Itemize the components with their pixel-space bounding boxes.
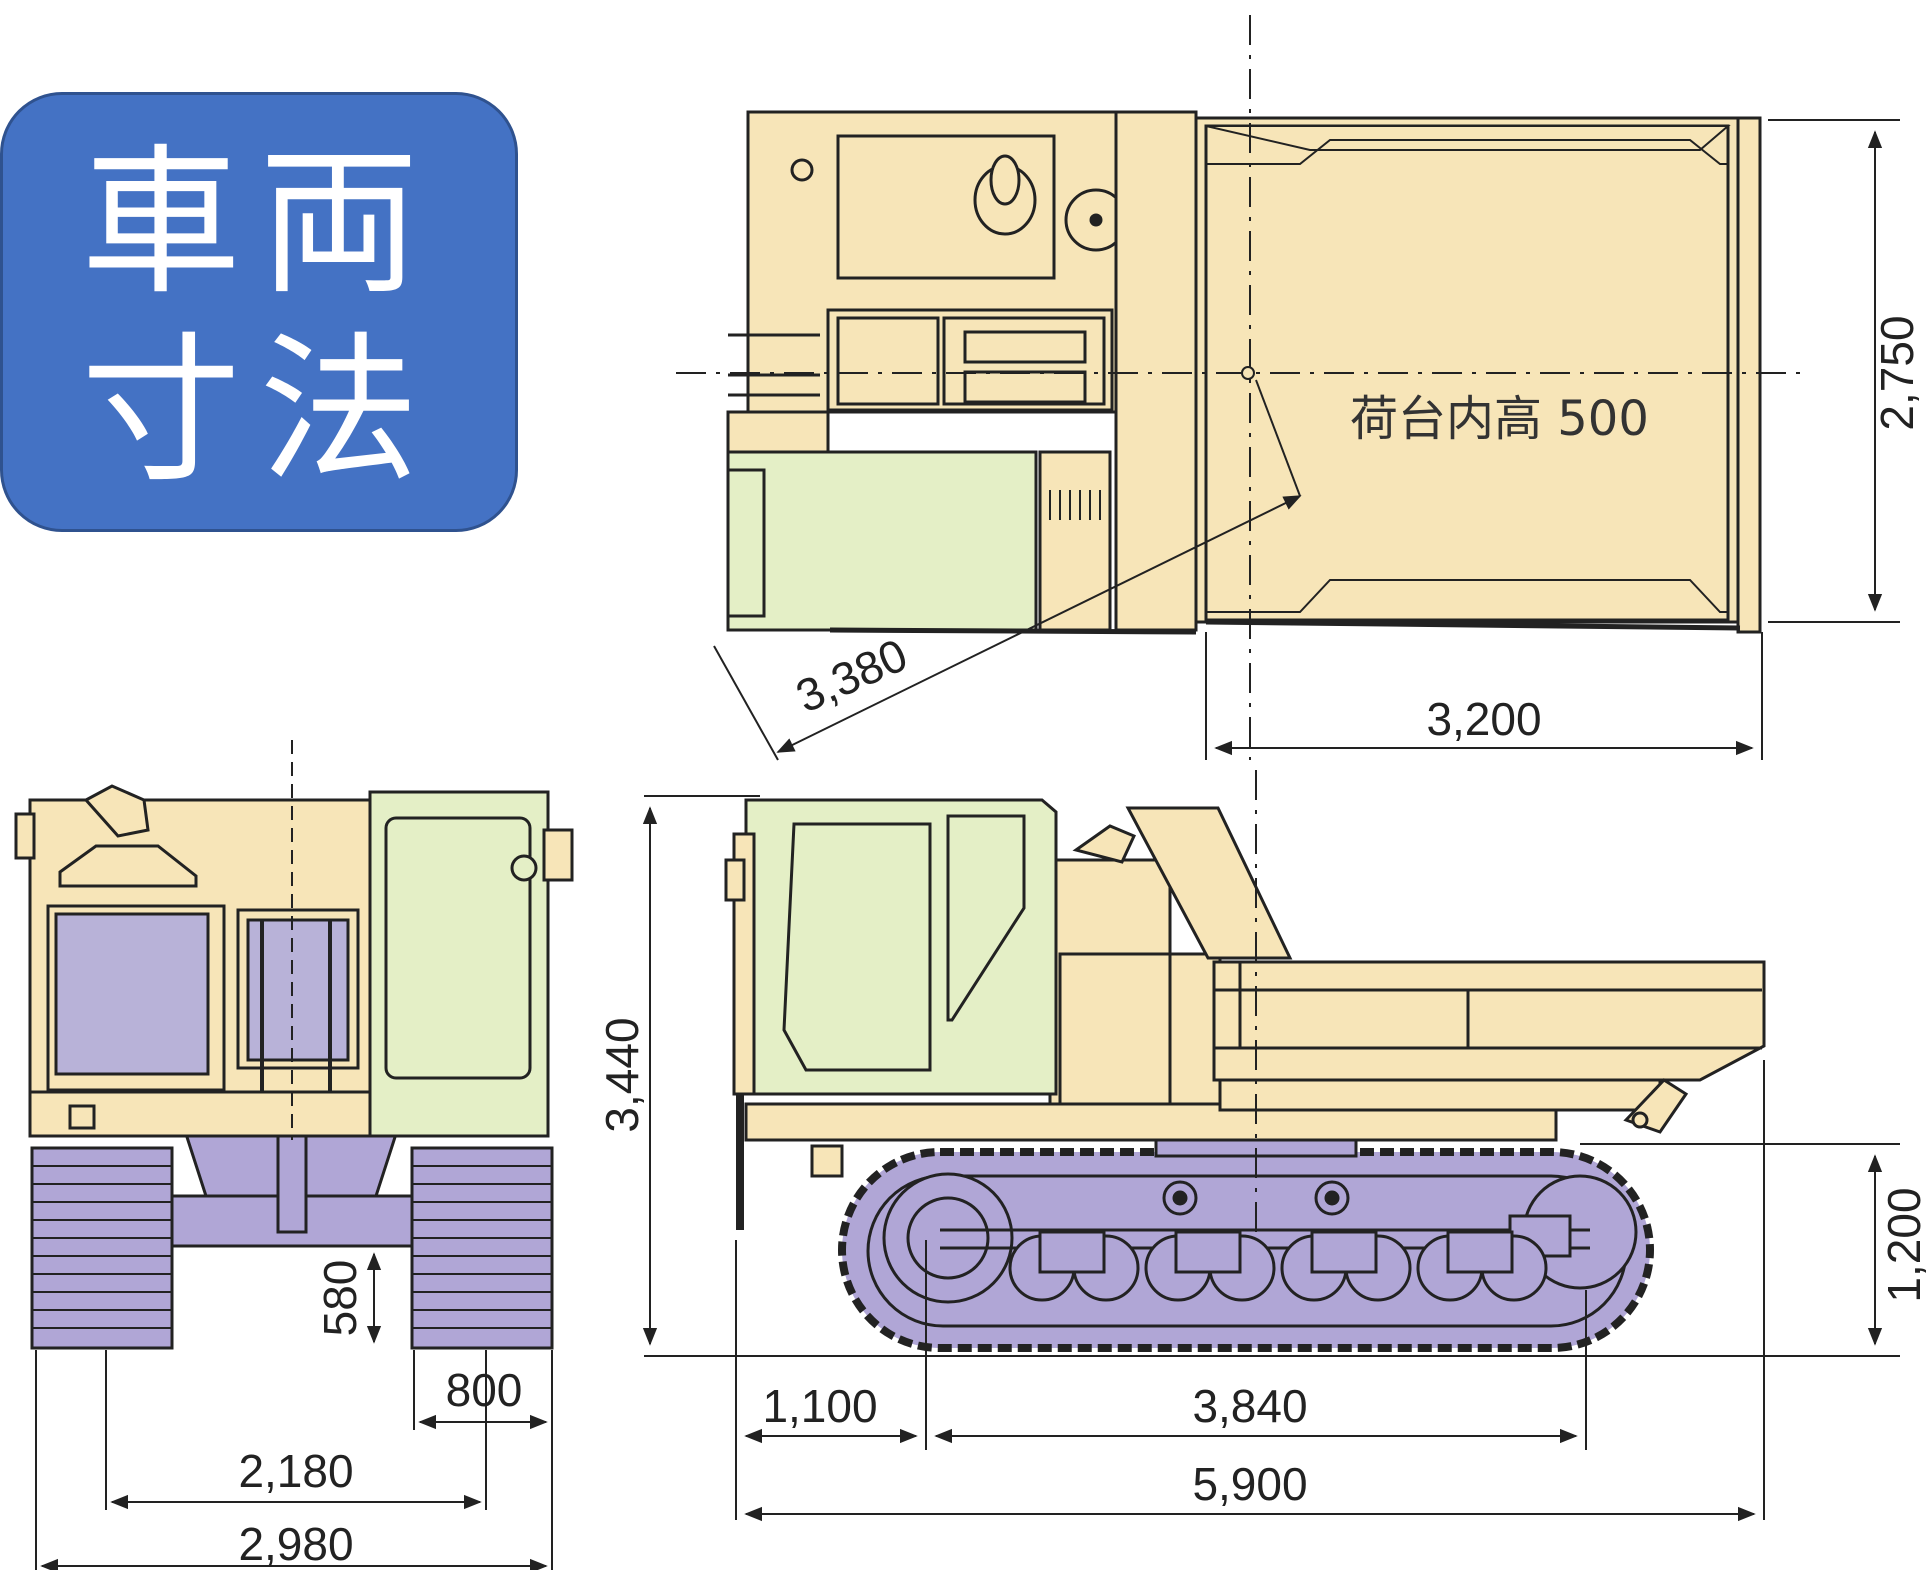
title-badge: 車両 寸法 bbox=[0, 92, 518, 532]
top-view-bed-height-note: 荷台内高 500 bbox=[1350, 391, 1649, 447]
dim-overall-length: 5,900 bbox=[1192, 1458, 1307, 1510]
dim-wheelbase: 3,840 bbox=[1192, 1380, 1307, 1432]
side-view-cab-door-window bbox=[782, 822, 932, 1072]
dim-overall-height: 3,440 bbox=[596, 1017, 648, 1132]
dim-front-overhang: 1,100 bbox=[762, 1380, 877, 1432]
side-view-dimensions bbox=[642, 770, 1900, 1522]
dim-bed-length: 3,200 bbox=[1426, 693, 1541, 745]
dim-shoe-width: 800 bbox=[446, 1364, 523, 1416]
top-view-cab bbox=[726, 450, 1038, 632]
front-view-dimensions bbox=[35, 740, 553, 1570]
side-view-rollers bbox=[1008, 1230, 1548, 1302]
side-view bbox=[724, 798, 1766, 1352]
top-view bbox=[676, 15, 1800, 760]
side-view-dump-bed bbox=[1212, 960, 1766, 1082]
dim-track-height: 1,200 bbox=[1878, 1187, 1929, 1302]
front-view bbox=[14, 784, 574, 1350]
side-view-bed-guard bbox=[1125, 806, 1293, 960]
dim-track-gauge: 2,180 bbox=[238, 1445, 353, 1497]
dim-turning: 3,380 bbox=[788, 628, 914, 722]
dim-ground-clearance: 580 bbox=[314, 1260, 366, 1337]
title-line-2: 寸法 bbox=[80, 317, 437, 504]
front-view-right-track bbox=[410, 1146, 554, 1350]
dim-overall-width: 2,980 bbox=[238, 1518, 353, 1570]
front-view-left-track bbox=[30, 1146, 174, 1350]
top-view-dimensions bbox=[713, 119, 1900, 761]
top-view-engine-hatch bbox=[836, 134, 1056, 280]
front-view-radiator-window bbox=[54, 912, 210, 1076]
title-line-1: 車両 bbox=[80, 129, 437, 316]
dim-width-top: 2,750 bbox=[1871, 315, 1923, 430]
side-view-cab-side-window bbox=[946, 814, 1026, 1022]
